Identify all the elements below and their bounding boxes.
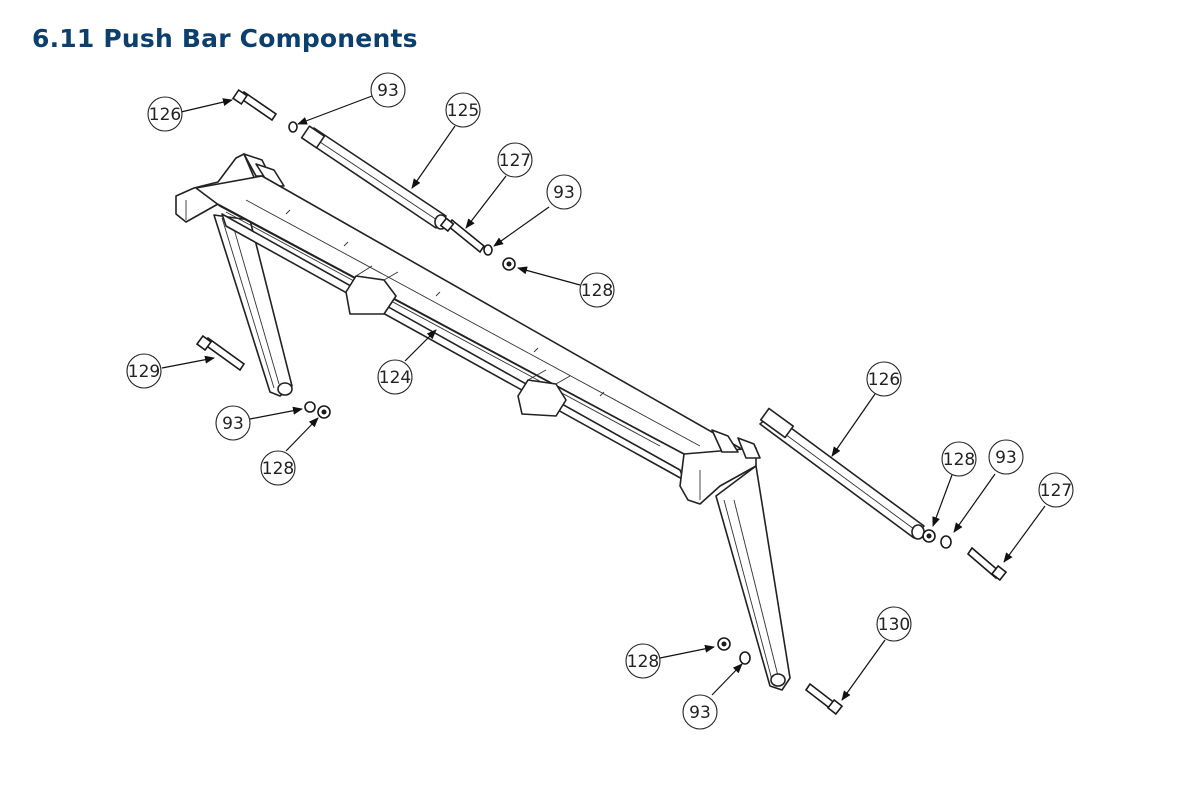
right-leg xyxy=(715,465,791,691)
callout-93-top: 93 xyxy=(370,72,406,108)
washer-93-bottom xyxy=(739,651,751,665)
bolt-129 xyxy=(195,334,246,372)
callout-128-left: 128 xyxy=(260,450,296,486)
callout-130: 130 xyxy=(876,606,912,642)
svg-text:128: 128 xyxy=(943,450,975,470)
svg-text:93: 93 xyxy=(553,183,575,203)
svg-text:128: 128 xyxy=(581,281,613,301)
callout-93-bottom: 93 xyxy=(682,694,718,730)
main-beam xyxy=(195,175,741,463)
svg-text:129: 129 xyxy=(128,362,160,382)
pin-125 xyxy=(300,125,448,230)
callout-126-lower: 126 xyxy=(866,361,902,397)
washer-93-top xyxy=(288,121,298,133)
svg-text:127: 127 xyxy=(1040,481,1072,501)
svg-text:93: 93 xyxy=(222,414,244,434)
callout-127-right: 127 xyxy=(1038,472,1074,508)
svg-text:93: 93 xyxy=(995,448,1017,468)
callout-126-top: 126 xyxy=(147,96,183,132)
pin-126-lower xyxy=(759,407,925,540)
svg-text:128: 128 xyxy=(627,652,659,672)
svg-text:124: 124 xyxy=(379,368,411,388)
bolt-130 xyxy=(804,682,844,716)
svg-text:126: 126 xyxy=(149,105,181,125)
washer-93-left xyxy=(304,401,316,413)
svg-text:130: 130 xyxy=(878,615,910,635)
nut-128-bottom xyxy=(717,637,731,651)
callout-124: 124 xyxy=(377,359,413,395)
nut-128-right xyxy=(922,529,936,543)
callout-93-left: 93 xyxy=(215,405,251,441)
left-leg xyxy=(213,214,293,397)
callout-127-top: 127 xyxy=(497,142,533,178)
bolt-127-right xyxy=(966,546,1008,582)
callout-93-mid: 93 xyxy=(546,174,582,210)
bolt-126-top xyxy=(231,88,278,122)
bolt-127-top xyxy=(439,217,486,254)
callout-125: 125 xyxy=(445,92,481,128)
page-title: 6.11 Push Bar Components xyxy=(32,24,418,53)
lower-rail xyxy=(221,213,685,481)
nut-128-left xyxy=(317,405,331,419)
callout-128-bottom: 128 xyxy=(625,643,661,679)
push-bar-frame xyxy=(175,153,791,691)
callout-128-top: 128 xyxy=(579,272,615,308)
svg-text:128: 128 xyxy=(262,459,294,479)
svg-text:93: 93 xyxy=(689,703,711,723)
svg-text:125: 125 xyxy=(447,101,479,121)
svg-text:93: 93 xyxy=(377,81,399,101)
svg-text:126: 126 xyxy=(868,370,900,390)
nut-128-top xyxy=(502,257,516,271)
callout-129: 129 xyxy=(126,353,162,389)
leader-lines xyxy=(161,95,1046,701)
callout-128-right: 128 xyxy=(941,441,977,477)
washer-93-mid xyxy=(483,244,493,256)
callout-93-right: 93 xyxy=(988,439,1024,475)
washer-93-right xyxy=(940,535,952,549)
svg-text:127: 127 xyxy=(499,151,531,171)
